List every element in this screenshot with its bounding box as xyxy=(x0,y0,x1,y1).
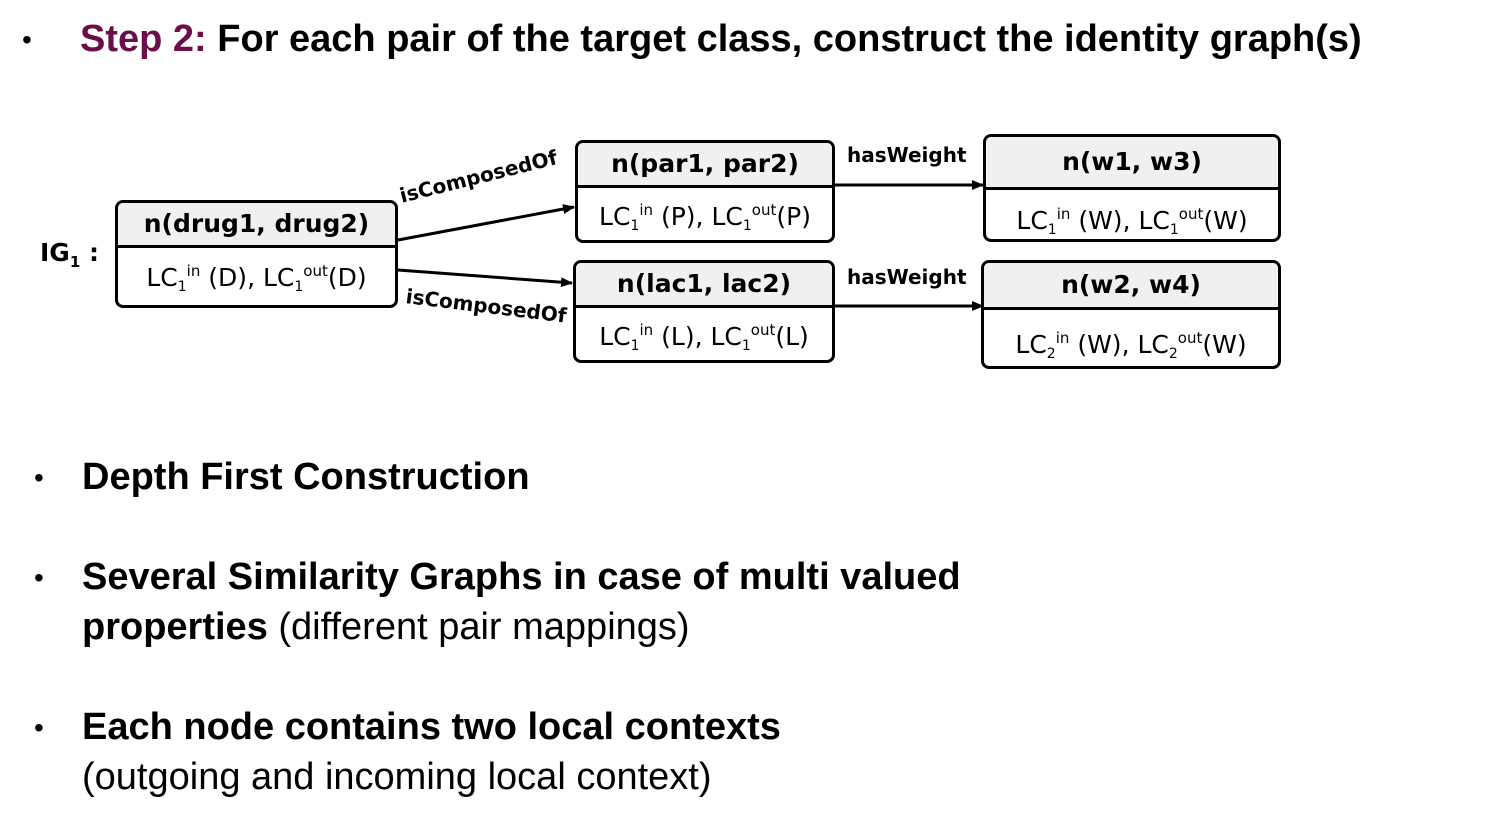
node-drug-contexts: LC1in (D), LC1out(D) xyxy=(146,262,367,295)
node-lac-name: n(lac1, lac2) xyxy=(576,263,832,308)
node-w1-w3: n(w1, w3) LC1in (W), LC1out(W) xyxy=(983,134,1281,242)
bullet-1-symbol: • xyxy=(34,462,44,493)
node-drug-name: n(drug1, drug2) xyxy=(118,203,395,248)
node-w1-w3-name: n(w1, w3) xyxy=(986,137,1278,190)
step-label: Step 2: xyxy=(80,18,207,60)
identity-graph-diagram: IG1 : isComposedOf isComposedOf hasWeigh… xyxy=(40,134,1281,369)
node-lac-contexts: LC1in (L), LC1out(L) xyxy=(599,321,809,354)
node-par-contexts: LC1in (P), LC1out(P) xyxy=(599,201,811,234)
bullet-2-text: Several Similarity Graphs in case of mul… xyxy=(82,556,961,648)
bullet-3-symbol: • xyxy=(34,712,44,743)
edge-iscomposedof-lac xyxy=(397,268,573,288)
bullet-3-text: Each node contains two local contexts (o… xyxy=(82,706,781,798)
node-par: n(par1, par2) LC1in (P), LC1out(P) xyxy=(575,140,835,243)
node-drug: n(drug1, drug2) LC1in (D), LC1out(D) xyxy=(115,200,398,308)
node-lac: n(lac1, lac2) LC1in (L), LC1out(L) xyxy=(573,260,835,363)
node-w2-w4-name: n(w2, w4) xyxy=(984,263,1278,310)
edge-iscomposedof-par xyxy=(397,204,575,242)
slide-title: Step 2: For each pair of the target clas… xyxy=(80,18,1362,61)
node-par-name: n(par1, par2) xyxy=(578,143,832,188)
edge-label-hasweight-top: hasWeight xyxy=(847,143,967,167)
graph-label: IG1 : xyxy=(40,238,99,271)
step-text: For each pair of the target class, const… xyxy=(217,18,1362,60)
bullet-2-symbol: • xyxy=(34,562,44,593)
node-w1-w3-contexts: LC1in (W), LC1out(W) xyxy=(1016,205,1248,238)
node-w2-w4-contexts: LC2in (W), LC2out(W) xyxy=(1015,329,1247,362)
bullet-1-text: Depth First Construction xyxy=(82,456,530,498)
title-bullet: • xyxy=(22,24,32,55)
edge-label-hasweight-bottom: hasWeight xyxy=(847,265,967,289)
edge-layer xyxy=(397,180,984,311)
node-w2-w4: n(w2, w4) LC2in (W), LC2out(W) xyxy=(981,260,1281,369)
